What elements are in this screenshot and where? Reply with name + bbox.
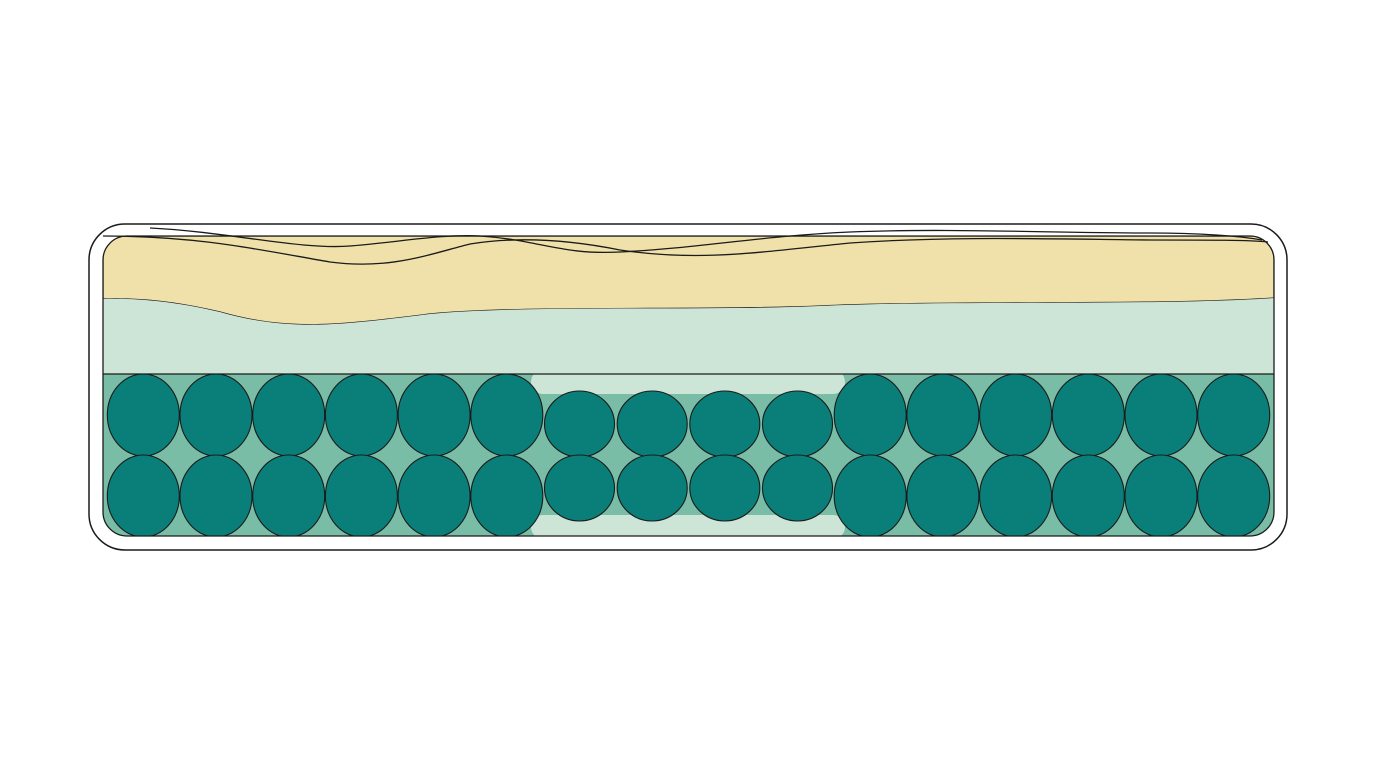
- quilt-stitch-line-upper: [149, 227, 1263, 254]
- zoned-pocket-coil: [543, 454, 616, 522]
- pocket-coil: [979, 373, 1053, 457]
- pocket-coil: [397, 373, 471, 457]
- zoned-pocket-coil: [761, 454, 834, 522]
- pocket-coil: [324, 373, 398, 457]
- pocket-coil: [1051, 373, 1125, 457]
- pocket-coil: [1124, 373, 1198, 457]
- zoned-pocket-coil: [761, 390, 834, 458]
- pocket-coil: [106, 373, 180, 457]
- zoned-pocket-coil: [616, 454, 688, 522]
- center-zone-insert-top: [531, 370, 845, 394]
- pocket-coil: [979, 454, 1053, 536]
- pocket-coil: [106, 454, 180, 536]
- coil-grid: [106, 373, 1271, 536]
- pocket-coil: [179, 454, 253, 536]
- zoned-pocket-coil: [689, 454, 761, 522]
- pocket-coil: [906, 454, 980, 536]
- pocket-coil: [252, 454, 326, 536]
- pocket-coil: [179, 373, 253, 457]
- pocket-coil: [1051, 454, 1125, 536]
- zoned-pocket-coil: [689, 390, 761, 458]
- pocket-coil: [470, 454, 544, 536]
- quilt-stitch-line-lower: [102, 235, 1269, 265]
- pocket-coil: [1197, 454, 1271, 536]
- pocket-coil: [252, 373, 326, 457]
- zoned-pocket-coil: [616, 390, 688, 458]
- pocket-coil: [833, 373, 907, 457]
- zoned-pocket-coil: [543, 390, 616, 458]
- pocket-coil: [324, 454, 398, 536]
- pocket-coil: [470, 373, 544, 457]
- transition-foam-layer: [103, 298, 1274, 374]
- pocket-coil: [1197, 373, 1271, 457]
- mattress-inner-layers: [103, 236, 1274, 536]
- pocket-coil: [397, 454, 471, 536]
- mattress-inner-outline: [102, 235, 1275, 537]
- pocket-coil: [833, 454, 907, 536]
- pocket-coil: [906, 373, 980, 457]
- center-zone-insert-bottom: [531, 515, 845, 536]
- pocket-coil: [1124, 454, 1198, 536]
